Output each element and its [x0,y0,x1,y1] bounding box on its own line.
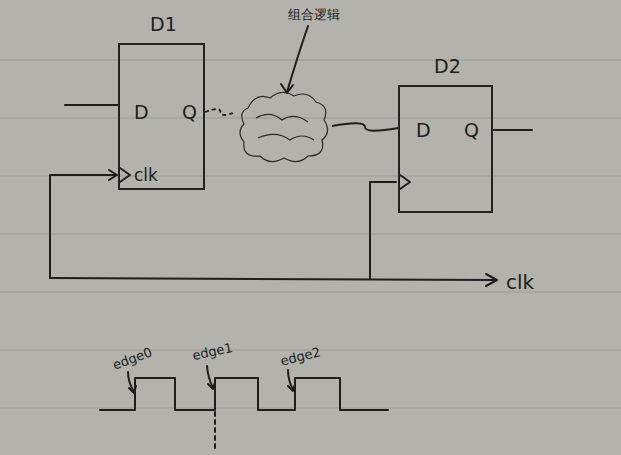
edge-name: edge0 [111,345,154,371]
clock-branch-d2 [370,182,396,279]
component-name: D2 [434,57,461,76]
d1-input-wire [65,104,118,106]
edge-marker-dashed [214,412,216,452]
edge-name: edge2 [279,345,322,367]
flip-flop-box: D2DQ [398,85,493,213]
callout-leader [287,26,308,92]
pin-name: D [134,103,149,122]
edge0-arrow [129,386,136,393]
d1-clock-triangle [120,168,130,182]
logic-cloud: 组合逻辑 [236,88,332,166]
clock-waveform [100,378,388,410]
callout-arrow [281,84,293,93]
callout-text: 组合逻辑 [288,8,340,21]
paper-rules [0,60,621,408]
d2-output-wire [493,129,532,131]
pin-name: Q [464,121,479,140]
component-name: D1 [150,15,177,34]
clock-wire [50,278,495,280]
clock-branch-d1 [50,175,116,278]
flip-flop-box: D1DQclk [118,43,205,190]
edge2-arrow [288,384,295,391]
clock-branch-arrow [109,170,117,180]
d2-clock-triangle [400,175,410,189]
pin-name: D [416,121,431,140]
signal-name: clk [506,272,534,292]
signal-wire [205,109,236,115]
edge1-arrow [208,382,215,389]
edge-name: edge1 [191,341,234,362]
signal-wire [332,123,398,131]
pin-name: clk [134,167,158,184]
clock-arrow [486,274,497,286]
cloud-outline [236,88,332,166]
cloud-scribble [240,92,328,161]
pin-name: Q [182,103,197,122]
